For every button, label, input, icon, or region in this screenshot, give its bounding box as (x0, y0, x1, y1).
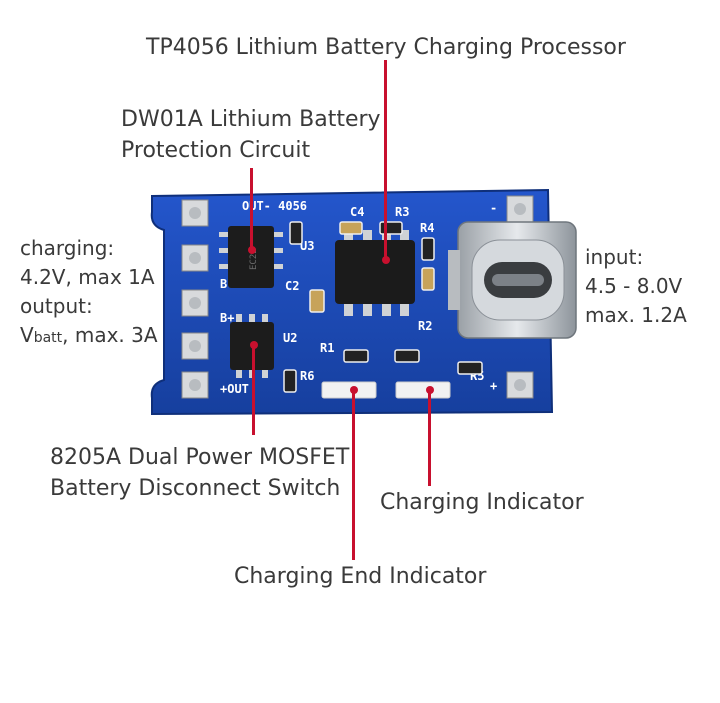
label-mosfet: 8205A Dual Power MOSFET Battery Disconne… (50, 442, 349, 504)
silk-out-plus: +OUT (220, 382, 249, 396)
pointer-charging-end (352, 390, 355, 560)
silk-b-plus: B+ (220, 311, 234, 325)
silk-u3: U3 (300, 239, 314, 253)
usb-c-connector (448, 221, 577, 339)
tp4056-chip (335, 230, 415, 316)
svg-text:EC2Z: EC2Z (249, 248, 259, 270)
silk-top-label: OUT- 4056 (242, 199, 307, 213)
silk-c4: C4 (350, 205, 364, 219)
label-mosfet-line1: 8205A Dual Power MOSFET (50, 445, 350, 470)
pointer-tp4056 (384, 60, 387, 260)
silk-r2: R2 (418, 319, 432, 333)
label-charging-value: 4.2V, max 1A (20, 265, 155, 289)
label-charging-title: charging: (20, 236, 115, 260)
left-pads (181, 199, 209, 399)
silk-right-minus: - (490, 201, 497, 215)
label-tp4056: TP4056 Lithium Battery Charging Processo… (146, 35, 626, 60)
label-input-voltage: 4.5 - 8.0V (585, 274, 683, 298)
label-output-title: output: (20, 294, 93, 318)
pointer-charging-indicator-dot (426, 386, 434, 394)
silk-right-plus: + (490, 379, 497, 393)
label-output-value: Vbatt, max. 3A (20, 323, 158, 347)
silk-r1: R1 (320, 341, 334, 355)
silk-r6: R6 (300, 369, 314, 383)
label-dw01a-line1: DW01A Lithium Battery (121, 107, 381, 132)
label-dw01a: DW01A Lithium Battery Protection Circuit (121, 104, 381, 166)
label-input: input: 4.5 - 8.0V max. 1.2A (585, 243, 687, 330)
label-mosfet-line2: Battery Disconnect Switch (50, 476, 341, 501)
silk-r3: R3 (395, 205, 409, 219)
label-charging-indicator: Charging Indicator (380, 490, 584, 515)
silk-c2: C2 (285, 279, 299, 293)
pointer-dw01a-dot (248, 246, 256, 254)
pointer-dw01a (250, 168, 253, 250)
right-pads (506, 195, 534, 399)
pointer-charging-indicator (428, 390, 431, 486)
pointer-mosfet-dot (250, 341, 258, 349)
led-indicators (321, 381, 451, 399)
pointer-mosfet (252, 345, 255, 435)
label-input-title: input: (585, 245, 644, 269)
label-input-current: max. 1.2A (585, 303, 687, 327)
label-charging-end-indicator: Charging End Indicator (234, 564, 487, 589)
pointer-tp4056-dot (382, 256, 390, 264)
pointer-charging-end-dot (350, 386, 358, 394)
silk-u2: U2 (283, 331, 297, 345)
dw01a-chip: EC2Z (219, 226, 283, 288)
label-charging-output: charging: 4.2V, max 1A output: Vbatt, ma… (20, 234, 158, 353)
label-dw01a-line2: Protection Circuit (121, 138, 311, 163)
silk-r4: R4 (420, 221, 434, 235)
